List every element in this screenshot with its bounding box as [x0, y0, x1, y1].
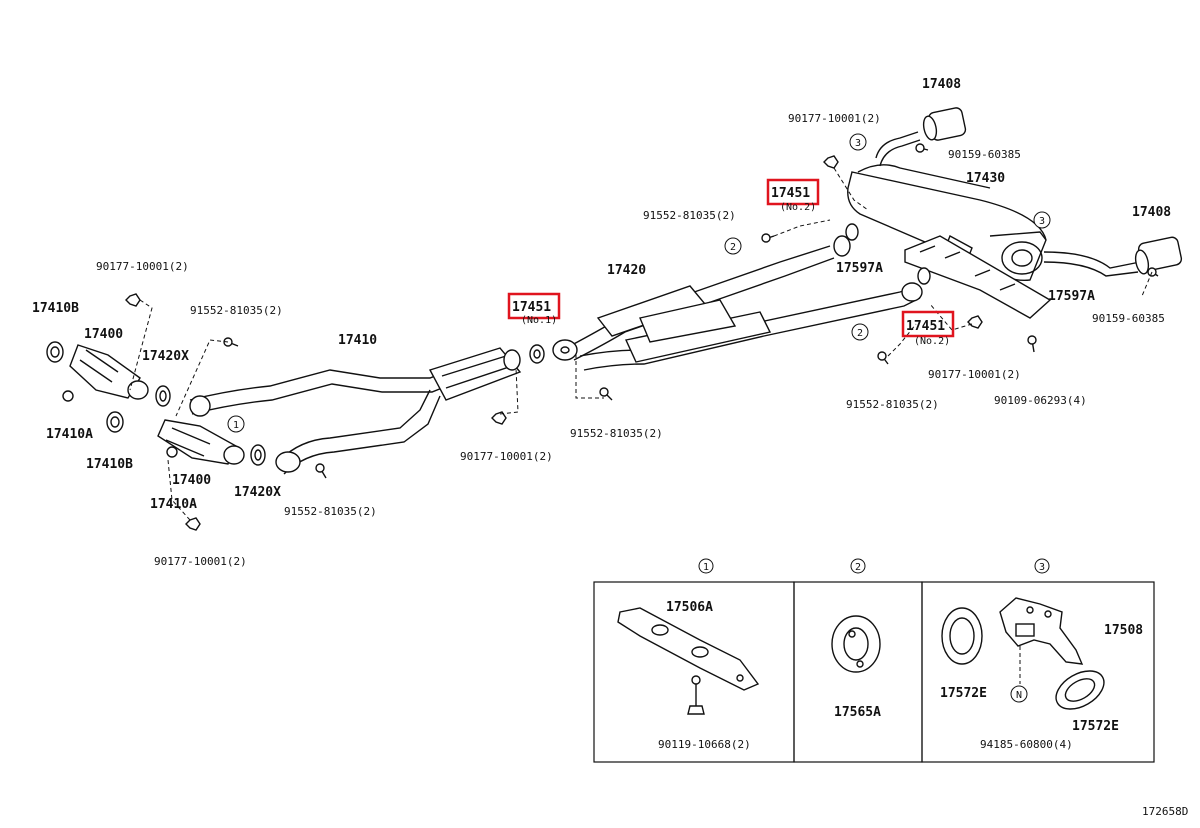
label-17420X-top: 17420X: [142, 349, 189, 364]
label-17430: 17430: [966, 171, 1005, 186]
label-91552-center: 91552-81035(2): [570, 427, 663, 440]
svg-text:1: 1: [233, 420, 239, 431]
label-17506A: 17506A: [666, 600, 713, 615]
inset-panel-1: 1 17506A 90119-10668(2): [593, 558, 795, 763]
label-90119: 90119-10668(2): [658, 738, 751, 751]
tail-pipe-top-17408[interactable]: [875, 107, 967, 167]
label-17410B-bottom: 17410B: [86, 457, 133, 472]
label-91552-top: 91552-81035(2): [643, 209, 736, 222]
muffler-heat-shield-17597A[interactable]: [904, 235, 1052, 319]
label-91552-left: 91552-81035(2): [190, 304, 283, 317]
inset-panel-2: 2 17565A: [793, 558, 923, 763]
highlight-17451-no2-top: [766, 178, 820, 206]
label-17572E-right: 17572E: [1072, 719, 1119, 734]
label-no2-mid: (No.2): [914, 336, 950, 347]
svg-text:3: 3: [1039, 216, 1045, 227]
bolt-icon: [223, 143, 1159, 479]
label-17408-top: 17408: [922, 77, 961, 92]
support-bracket-17508[interactable]: [999, 597, 1084, 665]
highlight-17451-no1: [507, 292, 561, 320]
label-17410B-top: 17410B: [32, 301, 79, 316]
label-no2-top: (No.2): [780, 202, 816, 213]
ref-circle-1: 1: [227, 415, 245, 433]
label-90177-left: 90177-10001(2): [96, 260, 189, 273]
front-pipe-17410[interactable]: [189, 347, 522, 475]
label-91552-mid-right: 91552-81035(2): [846, 398, 939, 411]
label-17565A: 17565A: [834, 705, 881, 720]
label-90177-mid: 90177-10001(2): [928, 368, 1021, 381]
gasket-ring-17572E-left[interactable]: [941, 607, 983, 665]
nut-icon: [62, 155, 983, 531]
svg-text:2: 2: [857, 328, 863, 339]
ref-circle-2-upper: 2: [724, 237, 742, 255]
label-17400-bottom: 17400: [172, 473, 211, 488]
label-17597A-b: 17597A: [1048, 289, 1095, 304]
label-17420: 17420: [607, 263, 646, 278]
svg-text:2: 2: [730, 242, 736, 253]
label-17410: 17410: [338, 333, 377, 348]
label-17597A-a: 17597A: [836, 261, 883, 276]
nut-marker-n: N: [1010, 685, 1028, 703]
gasket-17451-no2-upper[interactable]: [845, 223, 859, 241]
gasket-ring-17572E-right[interactable]: [1049, 663, 1110, 717]
svg-text:N: N: [1016, 690, 1022, 701]
svg-text:1: 1: [703, 562, 709, 573]
ref-circle-3-right: 3: [1033, 211, 1051, 229]
highlight-17451-no2-mid: [901, 310, 955, 338]
ref-circle-3-top: 3: [849, 133, 867, 151]
label-17451-no2-mid[interactable]: 17451: [906, 319, 945, 334]
ref-circle-2-lower: 2: [851, 323, 869, 341]
bolt-icon: [687, 675, 705, 715]
rear-muffler-17430[interactable]: [847, 164, 1047, 281]
gasket-17410B-upper[interactable]: [46, 341, 64, 363]
label-17410A-bottom: 17410A: [150, 497, 197, 512]
label-94185: 94185-60800(4): [980, 738, 1073, 751]
gasket-17451-no1[interactable]: [529, 344, 545, 364]
label-90177-top: 90177-10001(2): [788, 112, 881, 125]
label-17451-no1[interactable]: 17451: [512, 300, 551, 315]
gasket-17410B-lower[interactable]: [106, 411, 124, 433]
label-17408-right: 17408: [1132, 205, 1171, 220]
label-17451-no2-top[interactable]: 17451: [771, 186, 810, 201]
hanger-bracket-17506A[interactable]: [617, 607, 760, 691]
diagram-id: 172658D: [1142, 805, 1188, 818]
rubber-hanger-17565A[interactable]: [831, 615, 881, 673]
label-90177-bottom-left: 90177-10001(2): [154, 555, 247, 568]
label-17572E-left: 17572E: [940, 686, 987, 701]
gasket-17420X-upper[interactable]: [155, 385, 171, 407]
svg-text:3: 3: [855, 138, 861, 149]
label-no1: (No.1): [521, 315, 557, 326]
svg-text:2: 2: [855, 562, 861, 573]
label-17400-top: 17400: [84, 327, 123, 342]
inset-panel-3: 3 N 17508 17572E 17572E 94185-60800(4): [921, 558, 1155, 763]
center-pipe-17420[interactable]: [552, 235, 923, 371]
label-17420X-bottom: 17420X: [234, 485, 281, 500]
gasket-17451-no2-lower[interactable]: [917, 267, 931, 285]
svg-text:3: 3: [1039, 562, 1045, 573]
label-17508: 17508: [1104, 623, 1143, 638]
manifold-converter-17400-lower[interactable]: [157, 419, 245, 465]
manifold-converter-17400-upper[interactable]: [69, 344, 149, 400]
label-17410A-top: 17410A: [46, 427, 93, 442]
label-91552-bottom: 91552-81035(2): [284, 505, 377, 518]
label-90159-top: 90159-60385: [948, 148, 1021, 161]
label-90177-center: 90177-10001(2): [460, 450, 553, 463]
label-90109: 90109-06293(4): [994, 394, 1087, 407]
tail-pipe-right-17408[interactable]: [1043, 236, 1183, 277]
gasket-17420X-lower[interactable]: [250, 444, 266, 466]
label-90159-right: 90159-60385: [1092, 312, 1165, 325]
